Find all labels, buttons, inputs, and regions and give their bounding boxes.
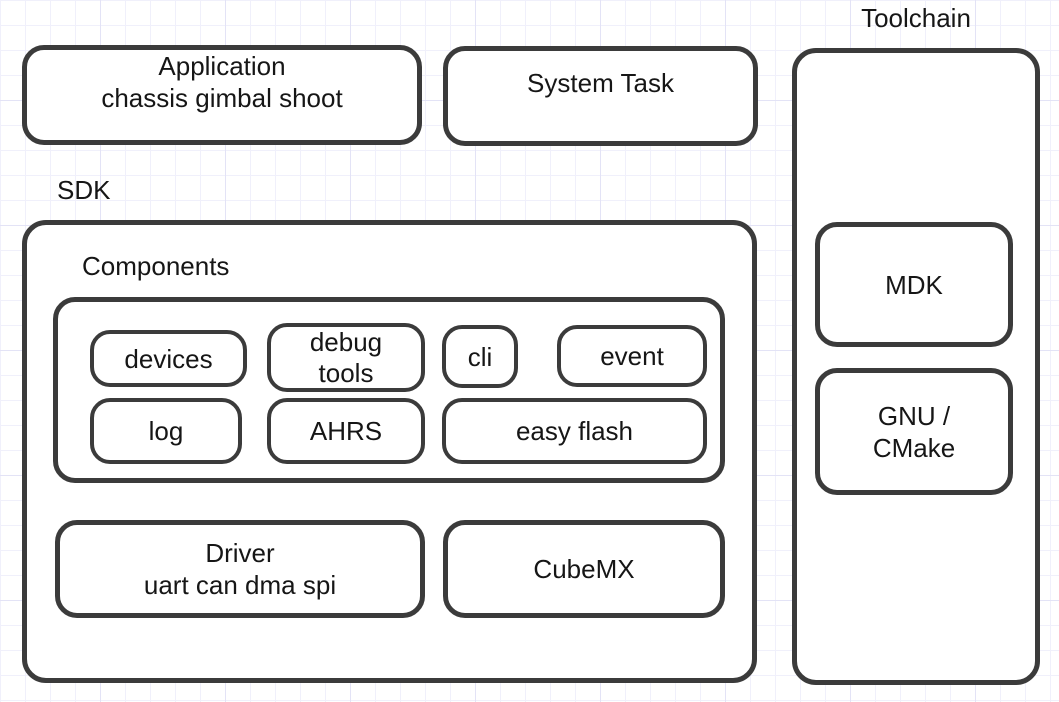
node-devices: devices [90, 330, 247, 387]
mdk-label: MDK [885, 269, 943, 300]
node-cubemx: CubeMX [443, 520, 725, 618]
gnu-cmake-line2: CMake [872, 432, 956, 463]
node-event: event [557, 325, 707, 387]
node-gnu-cmake: GNU / CMake [815, 368, 1013, 495]
node-mdk: MDK [815, 222, 1013, 347]
event-label: event [600, 341, 664, 371]
toolchain-label: Toolchain [861, 3, 971, 33]
devices-label: devices [124, 343, 213, 374]
driver-title: Driver [205, 538, 275, 568]
system-task-title: System Task [527, 68, 674, 98]
easy-flash-label: easy flash [515, 416, 634, 446]
node-debug-tools: debug tools [267, 323, 425, 392]
gnu-cmake-line1: GNU / [877, 400, 951, 431]
application-subtitle: chassis gimbal shoot [101, 83, 343, 113]
sdk-label: SDK [57, 175, 111, 205]
node-driver: Driver uart can dma spi [55, 520, 425, 618]
node-ahrs: AHRS [267, 398, 425, 464]
node-system-task: System Task [443, 46, 758, 146]
log-label: log [148, 416, 184, 446]
node-log: log [90, 398, 242, 464]
components-label: Components [82, 251, 230, 281]
debug-tools-label: debug tools [309, 326, 383, 388]
application-title: Application [158, 51, 286, 81]
cli-label: cli [467, 341, 493, 372]
node-easy-flash: easy flash [442, 398, 707, 464]
node-toolchain-group [792, 48, 1040, 685]
driver-subtitle: uart can dma spi [143, 570, 337, 600]
node-cli: cli [442, 325, 518, 388]
node-application: Application chassis gimbal shoot [22, 45, 422, 145]
cubemx-title: CubeMX [533, 554, 635, 584]
ahrs-label: AHRS [309, 416, 383, 446]
